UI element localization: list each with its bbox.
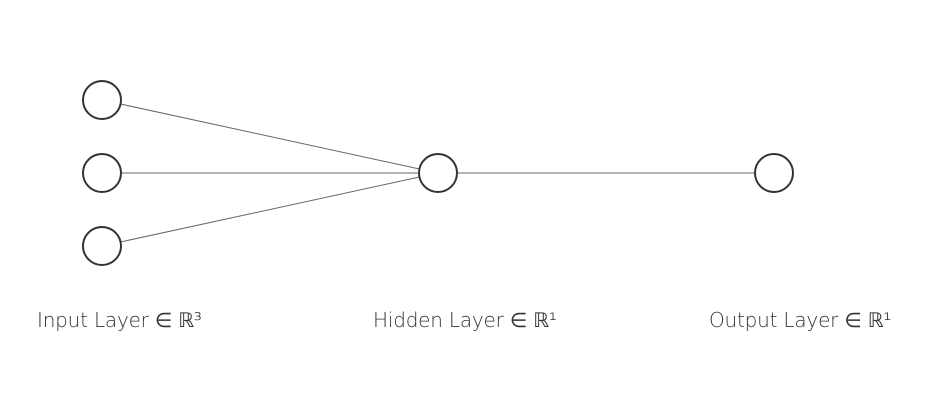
input-node-1 bbox=[82, 80, 122, 120]
output-layer-label: Output Layer ∈ ℝ¹ bbox=[709, 308, 892, 332]
edge-input-0-to-hidden-0 bbox=[120, 103, 420, 170]
edges-group bbox=[120, 103, 755, 243]
edge-input-2-to-hidden-0 bbox=[120, 176, 420, 243]
input-layer-label: Input Layer ∈ ℝ³ bbox=[37, 308, 202, 332]
nodes-group bbox=[82, 80, 794, 266]
input-node-2 bbox=[82, 153, 122, 193]
input-node-3 bbox=[82, 226, 122, 266]
hidden-layer-label: Hidden Layer ∈ ℝ¹ bbox=[373, 308, 557, 332]
output-node-1 bbox=[754, 153, 794, 193]
hidden-node-1 bbox=[418, 153, 458, 193]
